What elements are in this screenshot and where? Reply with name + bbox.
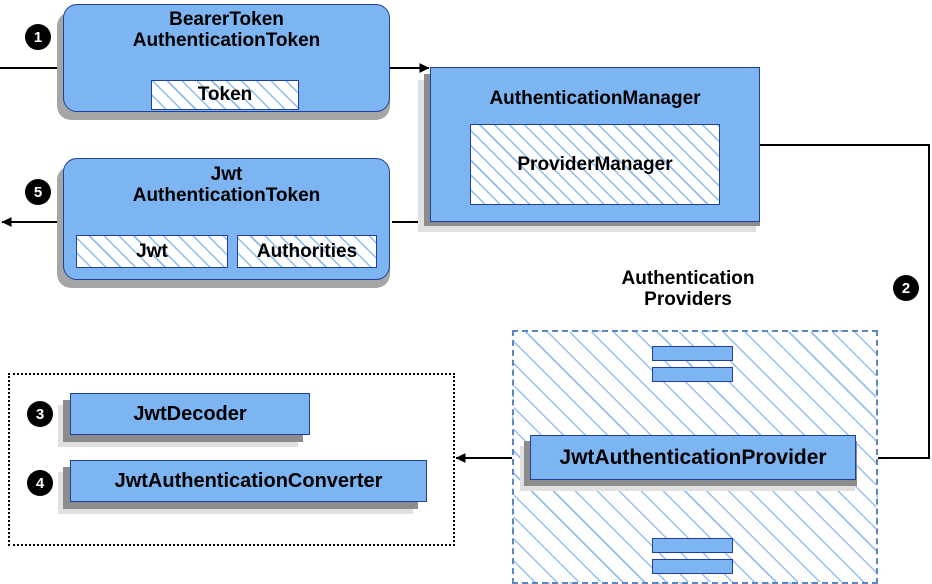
marker-5-label: 5: [33, 183, 43, 201]
jwt-authentication-provider-label: JwtAuthenticationProvider: [559, 445, 827, 469]
authentication-providers-title: Authentication Providers: [621, 268, 755, 311]
marker-2: 2: [893, 275, 919, 301]
jwt-authentication-converter-box[interactable]: JwtAuthenticationConverter: [70, 460, 427, 502]
marker-4: 4: [27, 470, 53, 496]
provider-stub-bottom-2: [652, 559, 733, 574]
bearer-token-title: BearerToken AuthenticationToken: [132, 9, 321, 52]
provider-stub-top-2: [652, 367, 733, 382]
jwt-authentication-provider-box[interactable]: JwtAuthenticationProvider: [530, 435, 856, 480]
marker-3-label: 3: [35, 405, 45, 423]
marker-1: 1: [25, 24, 51, 50]
jwt-decoder-box[interactable]: JwtDecoder: [70, 393, 310, 435]
marker-4-label: 4: [35, 474, 45, 492]
marker-1-label: 1: [33, 28, 43, 46]
marker-2-label: 2: [901, 279, 911, 297]
jwt-token-inner-jwt: Jwt: [76, 235, 228, 268]
authentication-manager-title: AuthenticationManager: [489, 88, 701, 109]
bearer-token-inner-token-label: Token: [197, 84, 253, 105]
provider-stub-bottom-1: [652, 538, 733, 553]
provider-manager-label: ProviderManager: [517, 153, 673, 175]
marker-3: 3: [27, 401, 53, 427]
authentication-manager-inner-providermanager: ProviderManager: [470, 124, 720, 205]
jwt-support-group: [8, 373, 455, 546]
jwt-token-title: Jwt AuthenticationToken: [132, 164, 321, 207]
provider-stub-top-1: [652, 346, 733, 361]
jwt-token-inner-authorities: Authorities: [237, 235, 377, 268]
jwt-token-inner-authorities-label: Authorities: [256, 240, 358, 262]
jwt-decoder-label: JwtDecoder: [133, 402, 247, 425]
jwt-authentication-converter-label: JwtAuthenticationConverter: [114, 469, 383, 492]
jwt-token-inner-jwt-label: Jwt: [136, 240, 168, 262]
marker-5: 5: [25, 179, 51, 205]
bearer-token-inner-token: Token: [151, 80, 299, 110]
